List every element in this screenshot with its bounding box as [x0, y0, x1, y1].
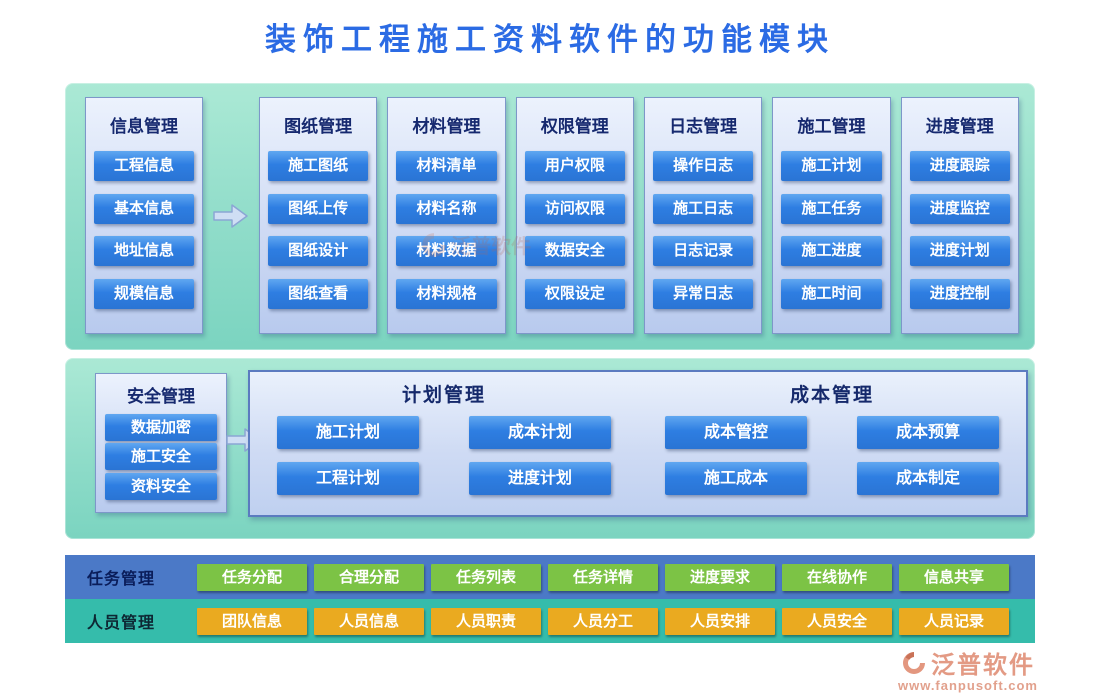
module-button[interactable]: 图纸设计 — [268, 236, 369, 267]
page-title: 装饰工程施工资料软件的功能模块 — [265, 22, 835, 57]
module-button[interactable]: 资料安全 — [105, 472, 217, 500]
module-button[interactable]: 任务详情 — [548, 563, 658, 591]
module-button[interactable]: 材料清单 — [396, 151, 497, 182]
module-button[interactable]: 成本管控 — [665, 416, 807, 449]
module-button[interactable]: 工程计划 — [277, 462, 419, 495]
column-header: 材料管理 — [412, 117, 481, 136]
module-button[interactable]: 任务分配 — [197, 563, 307, 591]
column-construction-management: 施工管理 施工计划 施工任务 施工进度 施工时间 — [772, 97, 891, 334]
module-button[interactable]: 人员职责 — [431, 607, 541, 635]
module-button[interactable]: 人员安全 — [782, 607, 892, 635]
module-button[interactable]: 规模信息 — [94, 278, 194, 309]
module-button[interactable]: 人员安排 — [665, 607, 775, 635]
group-cost-management: 成本管理 成本管控 成本预算 施工成本 成本制定 — [638, 372, 1026, 515]
module-button[interactable]: 地址信息 — [94, 236, 194, 267]
module-button[interactable]: 人员信息 — [314, 607, 424, 635]
module-button[interactable]: 合理分配 — [314, 563, 424, 591]
group-header: 计划管理 — [401, 385, 486, 406]
module-button[interactable]: 日志记录 — [652, 236, 754, 267]
column-drawing-management: 图纸管理 施工图纸 图纸上传 图纸设计 图纸查看 — [259, 97, 378, 334]
flow-arrow-icon — [213, 202, 249, 230]
module-button[interactable]: 施工日志 — [652, 193, 754, 224]
module-button[interactable]: 异常日志 — [652, 278, 754, 309]
brand-logo: 泛普软件 www.fanpusoft.com — [898, 645, 1038, 693]
module-button[interactable]: 图纸上传 — [268, 193, 369, 224]
group-header: 成本管理 — [789, 385, 874, 406]
row-label: 任务管理 — [87, 571, 156, 588]
module-button[interactable]: 材料数据 — [396, 236, 497, 267]
module-button[interactable]: 任务列表 — [431, 563, 541, 591]
modules-middle-section: 安全管理 数据加密 施工安全 资料安全 计划管理 施工计划 成本计划 工程计划 … — [65, 358, 1035, 539]
module-button[interactable]: 数据加密 — [105, 413, 217, 441]
module-button[interactable]: 人员分工 — [548, 607, 658, 635]
module-button[interactable]: 权限设定 — [524, 278, 625, 309]
row-label: 人员管理 — [87, 615, 156, 632]
module-button[interactable]: 成本制定 — [857, 462, 999, 495]
module-button[interactable]: 材料名称 — [396, 193, 497, 224]
module-button[interactable]: 施工安全 — [105, 443, 217, 470]
module-button[interactable]: 成本计划 — [469, 416, 611, 449]
group-plan-management: 计划管理 施工计划 成本计划 工程计划 进度计划 — [250, 372, 638, 515]
module-button[interactable]: 工程信息 — [94, 151, 194, 182]
column-security-management: 安全管理 数据加密 施工安全 资料安全 — [95, 373, 227, 513]
module-button[interactable]: 进度控制 — [909, 278, 1010, 309]
modules-top-section: 信息管理 工程信息 基本信息 地址信息 规模信息 图纸管理 施工图纸 图纸上传 … — [65, 83, 1035, 350]
column-log-management: 日志管理 操作日志 施工日志 日志记录 异常日志 — [643, 97, 763, 334]
module-button[interactable]: 施工进度 — [781, 236, 882, 267]
module-button[interactable]: 用户权限 — [524, 151, 625, 182]
column-progress-management: 进度管理 进度跟踪 进度监控 进度计划 进度控制 — [900, 97, 1019, 334]
column-permission-management: 权限管理 用户权限 访问权限 数据安全 权限设定 — [515, 97, 634, 334]
module-button[interactable]: 基本信息 — [94, 193, 194, 224]
module-button[interactable]: 施工计划 — [277, 416, 419, 449]
module-button[interactable]: 成本预算 — [857, 416, 999, 449]
module-button[interactable]: 操作日志 — [652, 151, 754, 182]
module-button[interactable]: 进度计划 — [909, 236, 1010, 267]
module-button[interactable]: 施工图纸 — [268, 151, 369, 182]
module-button[interactable]: 进度计划 — [469, 462, 611, 495]
brand-url: www.fanpusoft.com — [897, 678, 1038, 693]
module-button[interactable]: 进度监控 — [909, 193, 1010, 224]
module-button[interactable]: 进度跟踪 — [909, 151, 1010, 182]
column-header: 安全管理 — [127, 387, 195, 406]
module-button[interactable]: 施工时间 — [781, 278, 882, 309]
column-header: 信息管理 — [110, 117, 178, 136]
column-header: 进度管理 — [925, 117, 994, 136]
module-button[interactable]: 访问权限 — [524, 193, 625, 224]
task-management-row: 任务管理 任务分配 合理分配 任务列表 任务详情 进度要求 在线协作 信息共享 — [65, 555, 1035, 599]
column-header: 施工管理 — [797, 117, 866, 136]
brand-name: 泛普软件 — [930, 653, 1035, 679]
module-button[interactable]: 信息共享 — [899, 563, 1009, 591]
modules-bottom-section: 任务管理 任务分配 合理分配 任务列表 任务详情 进度要求 在线协作 信息共享 … — [65, 555, 1035, 643]
column-info-management: 信息管理 工程信息 基本信息 地址信息 规模信息 — [85, 97, 203, 334]
module-button[interactable]: 施工成本 — [665, 462, 807, 495]
module-button[interactable]: 材料规格 — [396, 278, 497, 309]
column-header: 权限管理 — [540, 117, 609, 136]
column-material-management: 材料管理 材料清单 材料名称 材料数据 材料规格 — [387, 97, 506, 334]
brand-swirl-icon — [902, 651, 925, 674]
module-button[interactable]: 数据安全 — [524, 236, 625, 267]
personnel-management-row: 人员管理 团队信息 人员信息 人员职责 人员分工 人员安排 人员安全 人员记录 — [65, 599, 1035, 643]
column-header: 日志管理 — [669, 117, 738, 136]
module-button[interactable]: 图纸查看 — [268, 278, 369, 309]
module-button[interactable]: 在线协作 — [782, 563, 892, 591]
module-button[interactable]: 团队信息 — [197, 607, 307, 635]
module-button[interactable]: 施工任务 — [781, 193, 882, 224]
module-button[interactable]: 进度要求 — [665, 563, 775, 591]
module-button[interactable]: 施工计划 — [781, 151, 882, 182]
column-header: 图纸管理 — [284, 117, 353, 136]
module-button[interactable]: 人员记录 — [899, 607, 1009, 635]
plan-cost-panel: 计划管理 施工计划 成本计划 工程计划 进度计划 成本管理 成本管控 成本预算 … — [248, 370, 1028, 517]
